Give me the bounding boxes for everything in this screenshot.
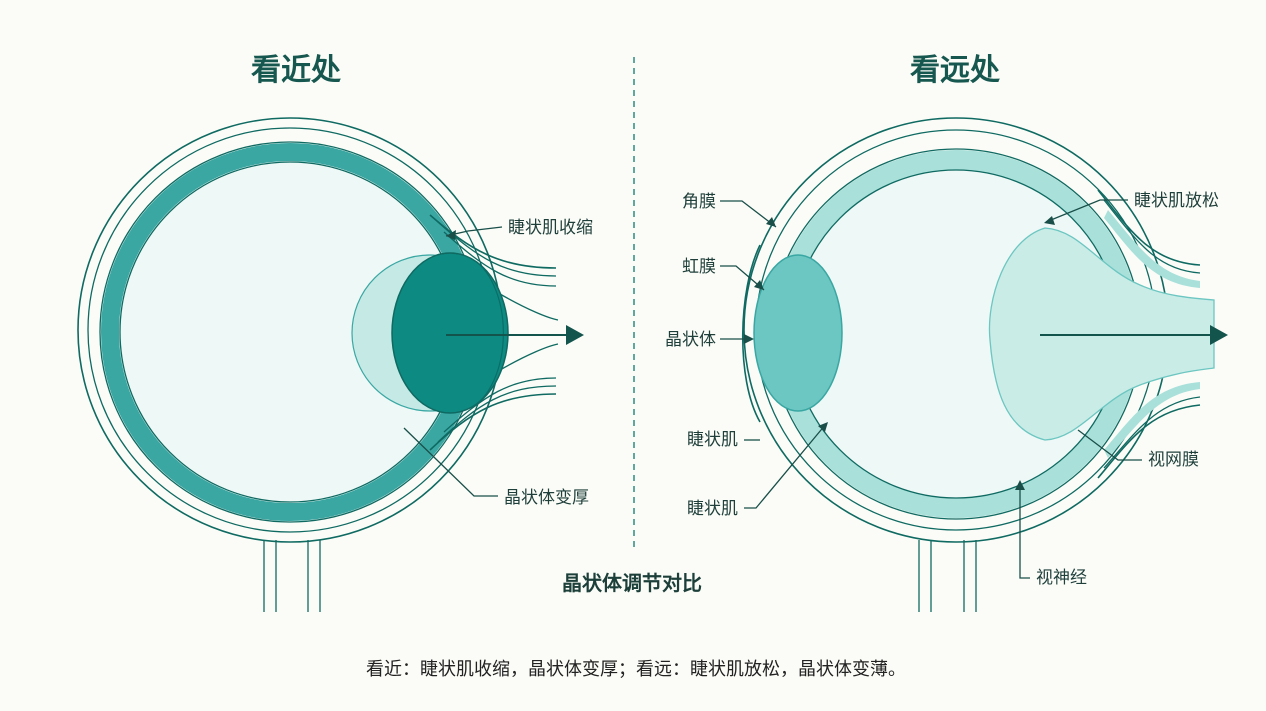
far-label-cornea: 角膜 xyxy=(682,192,777,228)
cornea-label: 角膜 xyxy=(682,192,716,212)
optic-nerve-label: 视神经 xyxy=(1036,568,1087,588)
near-label-ciliary-contract: 睫状肌收缩 xyxy=(445,218,593,240)
lens-label: 晶状体 xyxy=(665,330,716,350)
comparison-title: 晶状体调节对比 xyxy=(562,571,702,595)
ciliary-relax-label: 睫状肌放松 xyxy=(1134,191,1219,211)
near-title: 看近处 xyxy=(251,53,341,88)
far-light-arrow xyxy=(1040,325,1228,345)
far-optic-nerve xyxy=(918,540,977,612)
summary-caption: 看近：睫状肌收缩，晶状体变厚；看远：睫状肌放松，晶状体变薄。 xyxy=(366,659,906,680)
near-optic-nerve xyxy=(263,540,321,612)
near-panel: 看近处 xyxy=(77,53,593,612)
far-label-ciliary-1: 睫状肌 xyxy=(687,430,760,450)
far-label-ciliary-2: 睫状肌 xyxy=(687,422,828,519)
far-label-lens: 晶状体 xyxy=(665,330,754,350)
far-title: 看远处 xyxy=(910,53,1000,88)
far-cornea xyxy=(741,244,761,423)
near-lens-thick xyxy=(391,252,509,414)
retina-label: 视网膜 xyxy=(1148,450,1199,470)
far-label-ciliary-relax: 睫状肌放松 xyxy=(1044,191,1219,225)
far-label-optic-nerve: 视神经 xyxy=(1015,480,1087,588)
far-label-retina: 视网膜 xyxy=(1077,429,1199,470)
ciliary-1-label: 睫状肌 xyxy=(687,430,738,450)
ciliary-contract-label: 睫状肌收缩 xyxy=(508,218,593,238)
far-label-iris: 虹膜 xyxy=(682,257,765,291)
far-panel: 看远处 xyxy=(665,53,1228,612)
iris-label: 虹膜 xyxy=(682,257,716,277)
near-label-lens-thicken: 晶状体变厚 xyxy=(403,427,589,508)
lens-thicken-label: 晶状体变厚 xyxy=(504,488,589,508)
far-anterior-outline xyxy=(1097,189,1201,479)
far-lens-thin xyxy=(753,254,843,412)
ciliary-2-label: 睫状肌 xyxy=(687,499,738,519)
near-light-arrow xyxy=(446,325,584,345)
